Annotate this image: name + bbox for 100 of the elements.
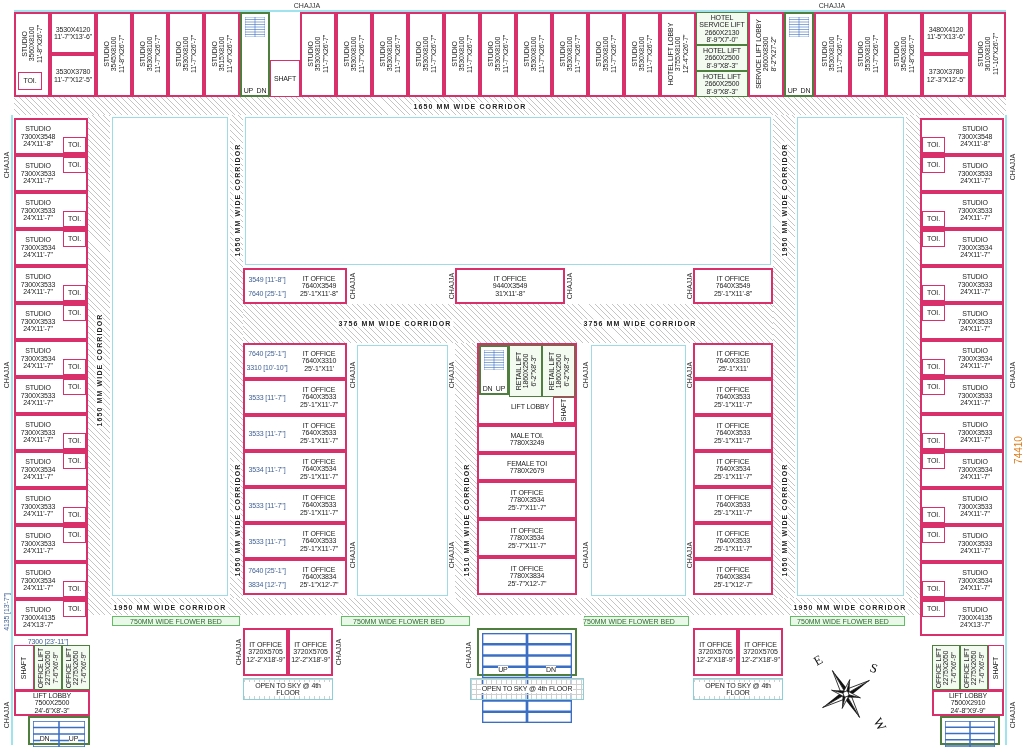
room-outline xyxy=(920,192,1004,229)
lift-box xyxy=(960,645,988,690)
room-outline xyxy=(693,415,773,451)
room-outline xyxy=(920,118,1004,155)
room-outline xyxy=(14,340,88,377)
room-outline xyxy=(477,557,577,595)
open-to-sky-area xyxy=(470,678,584,700)
dimension-text: 74410 xyxy=(1014,436,1024,464)
toilet-room xyxy=(63,507,86,523)
toilet-room xyxy=(63,157,86,173)
toilet-room xyxy=(63,211,86,227)
room-outline xyxy=(14,377,88,414)
room-outline xyxy=(14,488,88,525)
toilet-room xyxy=(63,433,86,449)
shaft-box xyxy=(14,645,34,690)
room-outline xyxy=(243,268,347,304)
room-outline xyxy=(243,628,288,676)
toilet-room xyxy=(63,359,86,375)
room-outline xyxy=(477,425,577,453)
lift-box xyxy=(542,345,575,397)
room-outline xyxy=(920,266,1004,303)
room-outline xyxy=(516,12,552,97)
room-outline xyxy=(693,451,773,487)
toilet-room xyxy=(63,453,86,469)
shaft-box xyxy=(988,645,1004,690)
room-outline xyxy=(693,268,773,304)
room-outline xyxy=(444,12,480,97)
toilet-room xyxy=(922,433,945,449)
room-outline xyxy=(336,12,372,97)
room-outline xyxy=(477,519,577,557)
room-outline xyxy=(14,155,88,192)
toilet-room xyxy=(922,359,945,375)
staircase xyxy=(240,12,270,97)
room-outline xyxy=(738,628,783,676)
room-outline xyxy=(14,192,88,229)
room-outline xyxy=(693,379,773,415)
room-outline xyxy=(14,303,88,340)
room-outline xyxy=(455,268,565,304)
room-outline xyxy=(408,12,444,97)
toilet-room xyxy=(922,285,945,301)
room-outline xyxy=(168,12,204,97)
room-outline xyxy=(693,628,738,676)
toilet-room xyxy=(63,285,86,301)
room-outline xyxy=(477,453,577,481)
room-outline xyxy=(920,229,1004,266)
toilet-room xyxy=(922,137,945,153)
room-outline xyxy=(14,414,88,451)
room-outline xyxy=(14,525,88,562)
room-outline xyxy=(920,377,1004,414)
room-outline xyxy=(50,12,96,54)
toilet-room xyxy=(922,231,945,247)
room-outline xyxy=(14,12,50,97)
room-outline xyxy=(288,628,333,676)
compass-letter: W xyxy=(871,715,889,733)
room-outline xyxy=(477,481,577,519)
toilet-room xyxy=(63,581,86,597)
room-outline xyxy=(970,12,1006,97)
toilet-room xyxy=(63,601,86,617)
toilet-room xyxy=(922,305,945,321)
room-outline xyxy=(693,487,773,523)
lift-box xyxy=(62,645,90,690)
room-outline xyxy=(748,12,784,97)
toilet-room xyxy=(63,137,86,153)
compass-letter: S xyxy=(868,660,880,676)
toilet-room xyxy=(922,379,945,395)
shaft-box xyxy=(270,60,300,97)
toilet-room xyxy=(922,157,945,173)
room-outline xyxy=(588,12,624,97)
room-outline xyxy=(14,451,88,488)
room-outline xyxy=(920,488,1004,525)
room-outline xyxy=(920,599,1004,636)
toilet-room xyxy=(63,305,86,321)
toilet-room xyxy=(63,379,86,395)
toilet-room xyxy=(922,453,945,469)
lift-box xyxy=(696,71,748,97)
lift-box xyxy=(696,12,748,45)
staircase xyxy=(784,12,814,97)
room-outline xyxy=(14,599,88,636)
room-outline xyxy=(243,343,347,379)
toilet-room xyxy=(63,527,86,543)
room-outline xyxy=(14,118,88,155)
room-outline xyxy=(243,379,347,415)
lift-box xyxy=(696,45,748,71)
room-outline xyxy=(624,12,660,97)
room-outline xyxy=(243,523,347,559)
staircase xyxy=(479,345,509,395)
room-outline xyxy=(920,155,1004,192)
room-outline xyxy=(920,414,1004,451)
room-outline xyxy=(14,690,90,716)
toilet-room xyxy=(922,581,945,597)
room-outline xyxy=(132,12,168,97)
room-outline xyxy=(693,343,773,379)
room-outline xyxy=(14,229,88,266)
room-outline xyxy=(920,562,1004,599)
room-outline xyxy=(922,12,970,54)
staircase xyxy=(940,716,1000,745)
toilet-room xyxy=(18,72,42,90)
room-outline xyxy=(920,340,1004,377)
room-outline xyxy=(300,12,336,97)
room-outline xyxy=(920,451,1004,488)
